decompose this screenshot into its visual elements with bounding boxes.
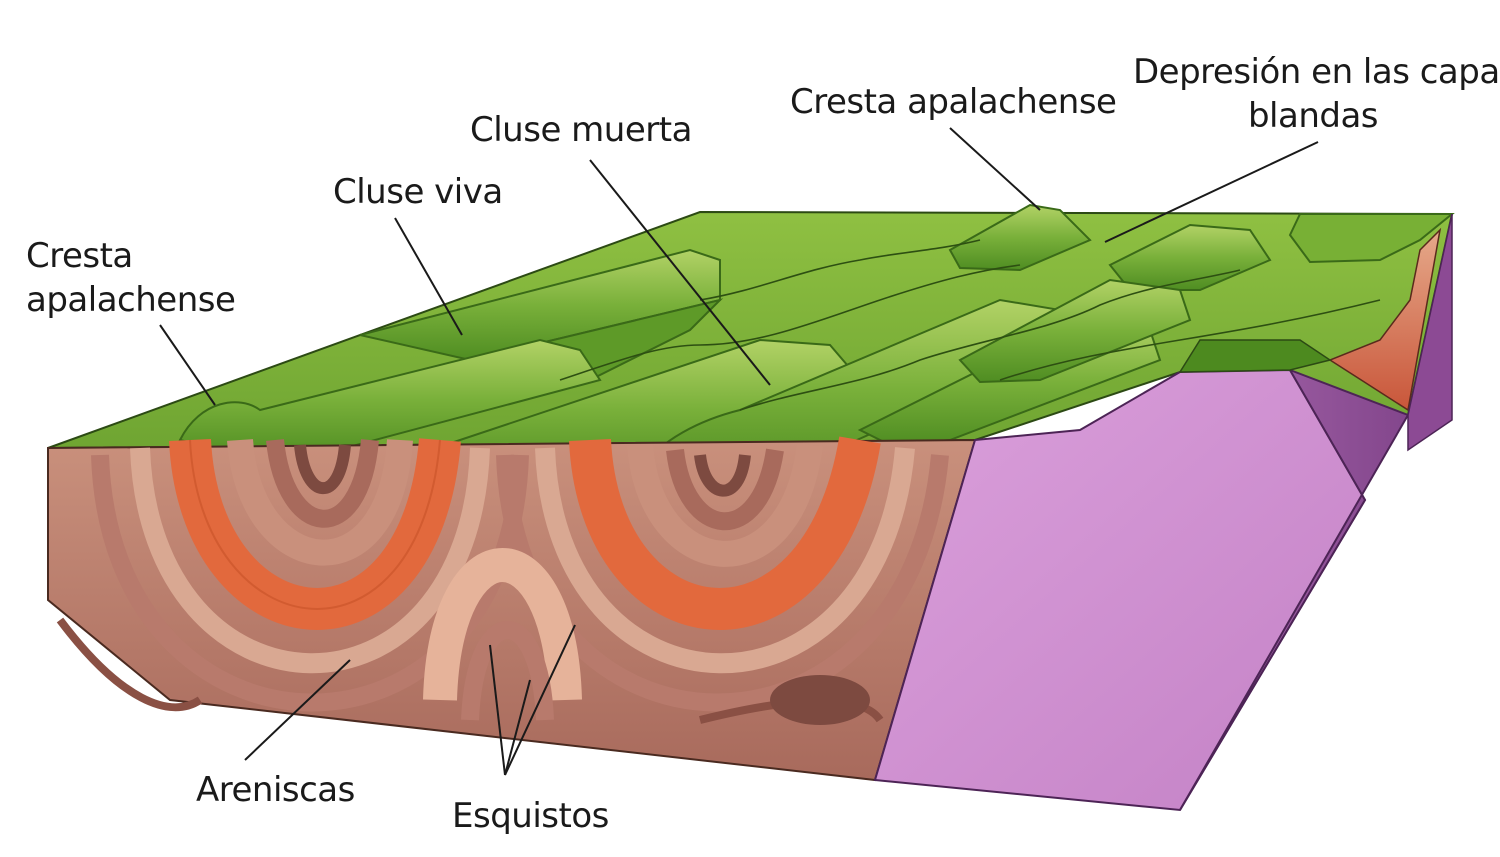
label-cresta-apalachense-left: Cresta apalachense [26,234,236,322]
ridge-5 [948,203,1092,272]
stream-3 [699,239,981,301]
label-depresion-line1: Depresión en las capas [1133,52,1500,92]
leader-areniscas [244,659,351,761]
label-cresta-apalachense-right: Cresta apalachense [790,82,1117,122]
label-esquistos: Esquistos [452,796,609,836]
label-areniscas: Areniscas [196,770,355,810]
basement-side [1179,368,1410,811]
label-cresta-left-line1: Cresta [26,236,133,276]
stream-4 [999,299,1381,381]
label-cresta-left-line2: apalachense [26,280,236,320]
leader-lines [159,127,1319,776]
leader-cluse-viva [394,217,463,336]
leader-esquistos-3 [504,624,576,776]
right-side-face [1407,213,1453,452]
leader-esquistos-2 [504,679,531,776]
deep-folds [56,617,884,725]
leader-esquistos-1 [489,644,506,776]
ridge-7 [958,278,1192,384]
stream-1 [559,264,1021,381]
stream-2 [739,269,1241,411]
label-depresion: Depresión en las capas blandas [1133,50,1500,138]
ridge-1 [178,338,602,462]
anticline-core [423,548,582,721]
label-depresion-line2: blandas [1247,96,1379,136]
right-butte-face [1178,339,1332,373]
label-cluse-muerta: Cluse muerta [470,110,692,150]
leader-cluse-muerta [589,159,771,386]
right-strata [1328,227,1442,412]
ridges [178,203,1455,482]
leader-depresion [1104,141,1319,243]
leader-cresta-right [949,127,1041,211]
butte-right [1288,213,1455,264]
leader-cresta-left [159,324,216,406]
ridge-back-1 [359,248,721,362]
label-cluse-viva: Cluse viva [333,172,503,212]
streams [559,239,1381,411]
